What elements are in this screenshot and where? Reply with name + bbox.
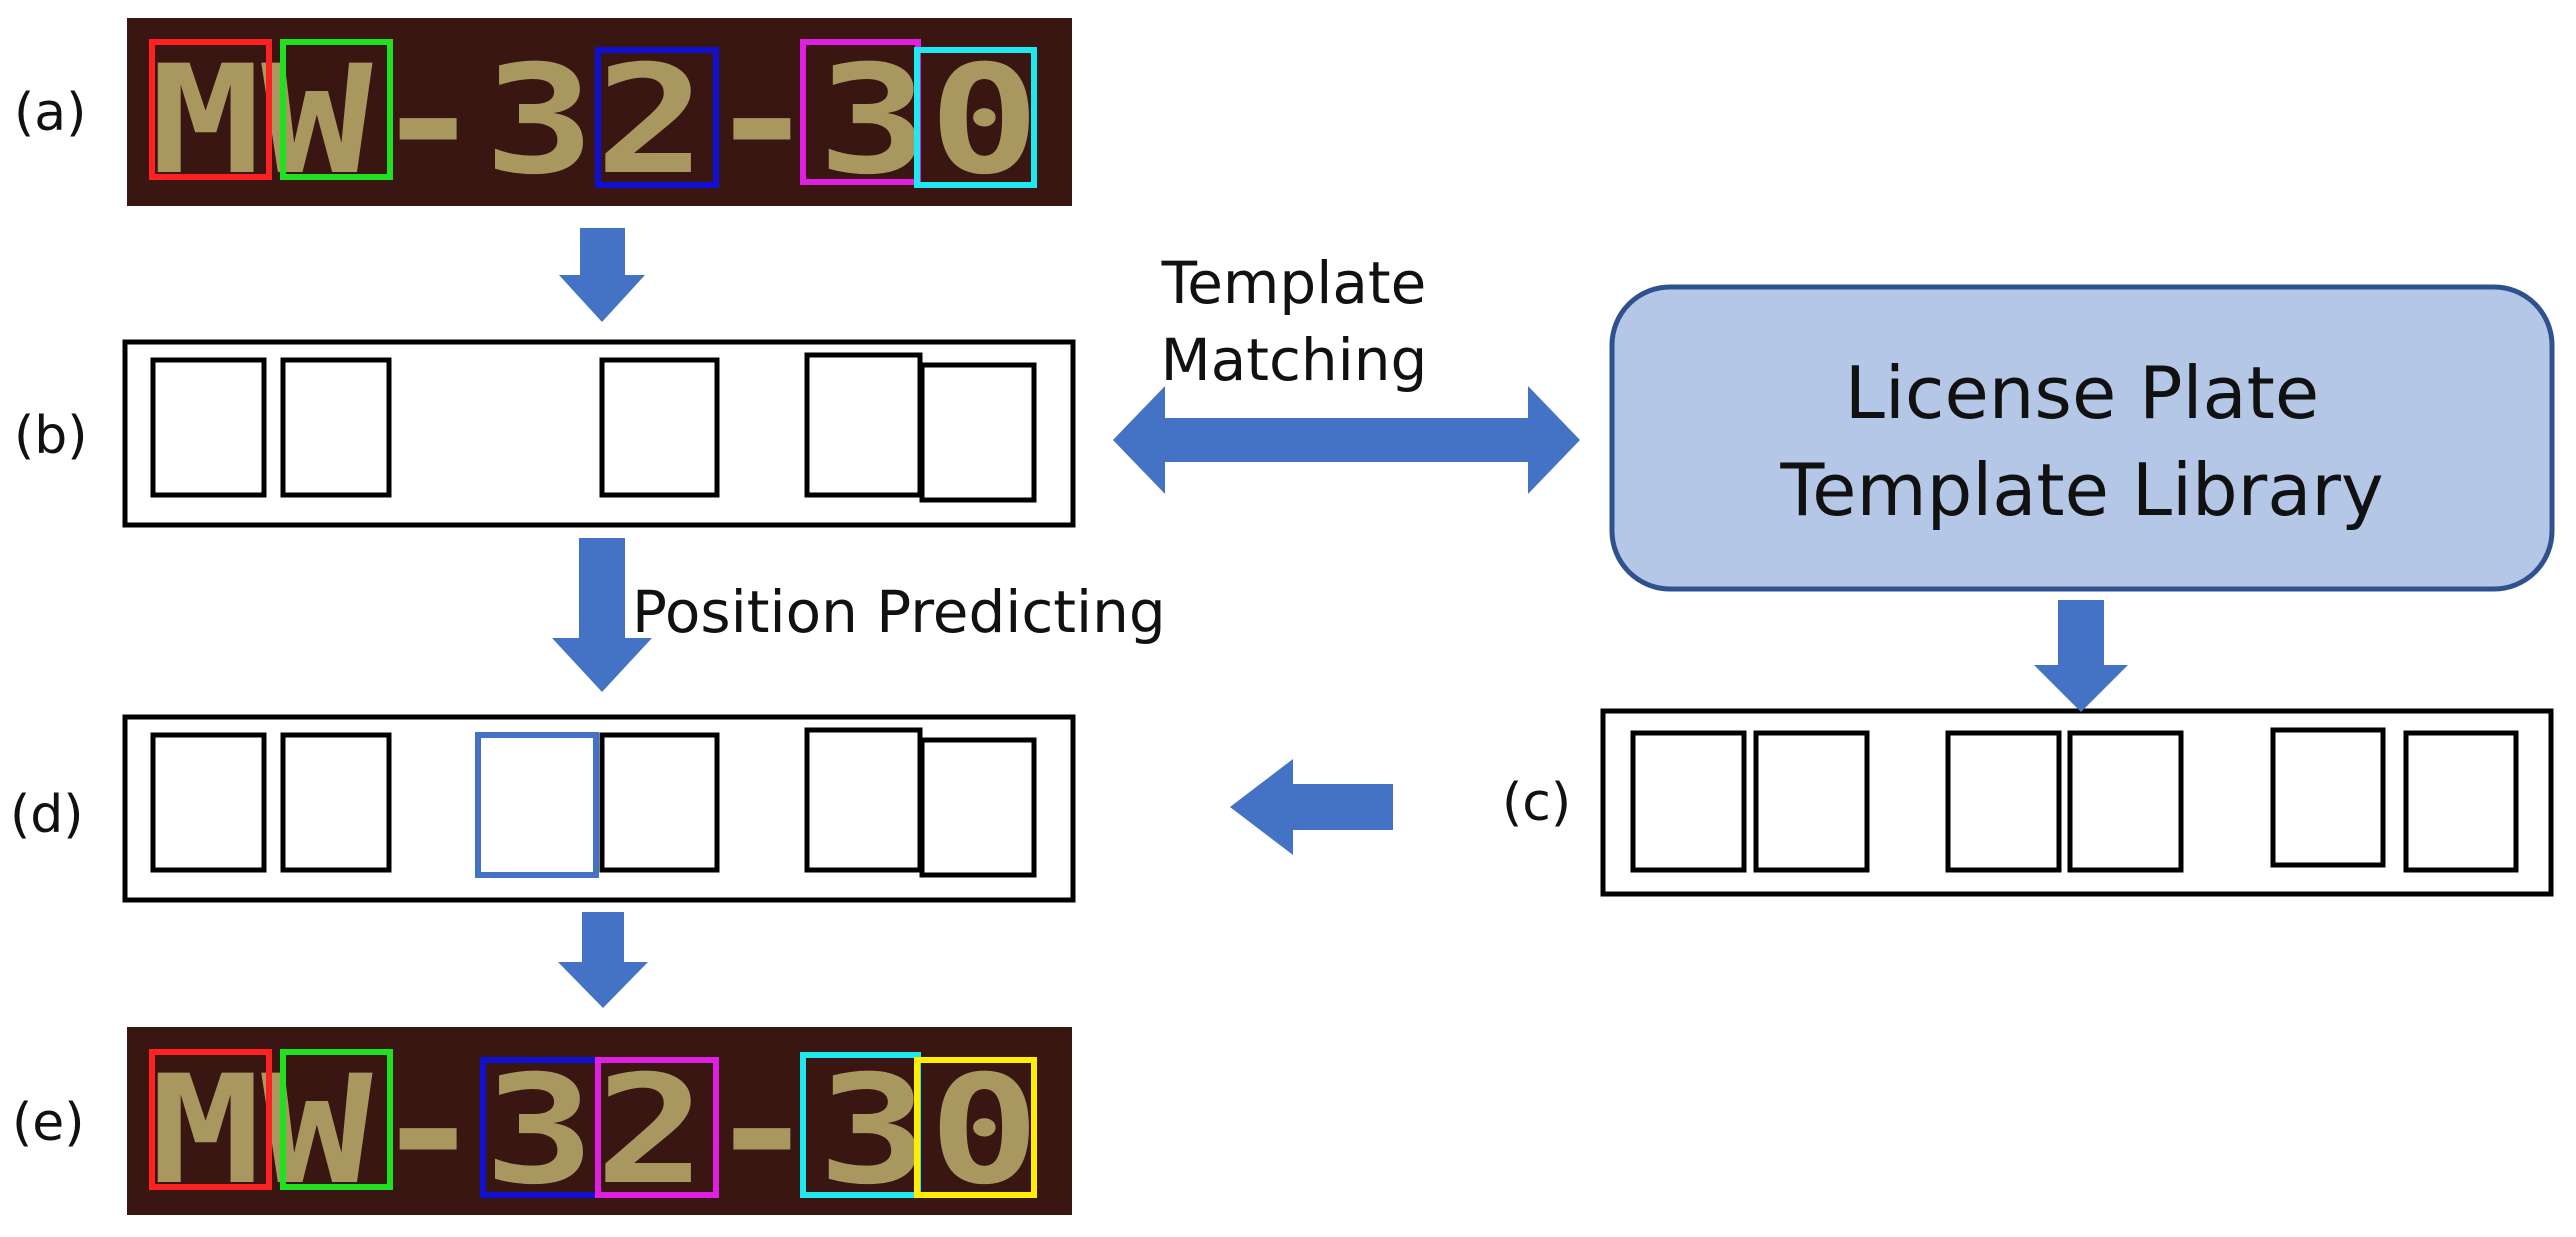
label-c: (c): [1502, 773, 1571, 833]
d-slot-3: [599, 732, 720, 873]
b-slot-2: [280, 357, 392, 498]
char-box-green: [280, 39, 393, 180]
arrow-down-library-to-c: [2034, 600, 2128, 712]
c-slot-5: [2270, 727, 2386, 868]
d-slot-5: [919, 737, 1037, 878]
plate-boxes-c: [1600, 708, 2554, 897]
plate-boxes-d: [122, 714, 1076, 903]
char-box-blue: [595, 47, 719, 188]
c-slot-3: [1945, 730, 2062, 873]
plate-boxes-b: [122, 339, 1076, 528]
label-d: (d): [10, 785, 84, 845]
e-box-red: [149, 1049, 272, 1190]
template-library-box: License Plate Template Library: [1609, 284, 2555, 592]
arrow-down-d-to-e: [558, 912, 648, 1008]
e-box-green: [280, 1049, 393, 1190]
b-slot-1: [150, 357, 267, 498]
b-slot-5: [919, 362, 1037, 503]
label-a: (a): [14, 83, 86, 143]
c-slot-2: [1753, 730, 1870, 873]
template-matching-line1: Template: [1161, 249, 1427, 317]
c-slot-4: [2067, 730, 2184, 873]
e-box-magenta: [595, 1057, 719, 1198]
c-slot-6: [2403, 730, 2519, 873]
arrow-down-a-to-b: [559, 228, 645, 322]
e-box-yellow: [914, 1057, 1037, 1198]
template-matching-line2: Matching: [1161, 326, 1428, 394]
c-slot-1: [1630, 730, 1747, 873]
label-e: (e): [12, 1093, 85, 1153]
arrow-down-b-to-d: [552, 538, 652, 692]
b-slot-3: [599, 357, 720, 498]
position-predicting-label: Position Predicting: [632, 578, 1166, 646]
d-predicted-slot: [475, 732, 599, 878]
plate-image-a: MW-32-30: [127, 18, 1072, 208]
label-b: (b): [14, 406, 88, 466]
arrow-double-template-matching: [1113, 386, 1580, 494]
char-box-red: [149, 39, 272, 180]
template-library-line2: Template Library: [1779, 448, 2383, 532]
d-slot-1: [150, 732, 267, 873]
d-slot-2: [280, 732, 392, 873]
template-library-line1: License Plate: [1845, 351, 2319, 435]
arrow-left-c-to-d: [1230, 759, 1393, 855]
char-box-cyan: [914, 47, 1037, 188]
plate-image-e: MW-32-30: [127, 1027, 1072, 1218]
